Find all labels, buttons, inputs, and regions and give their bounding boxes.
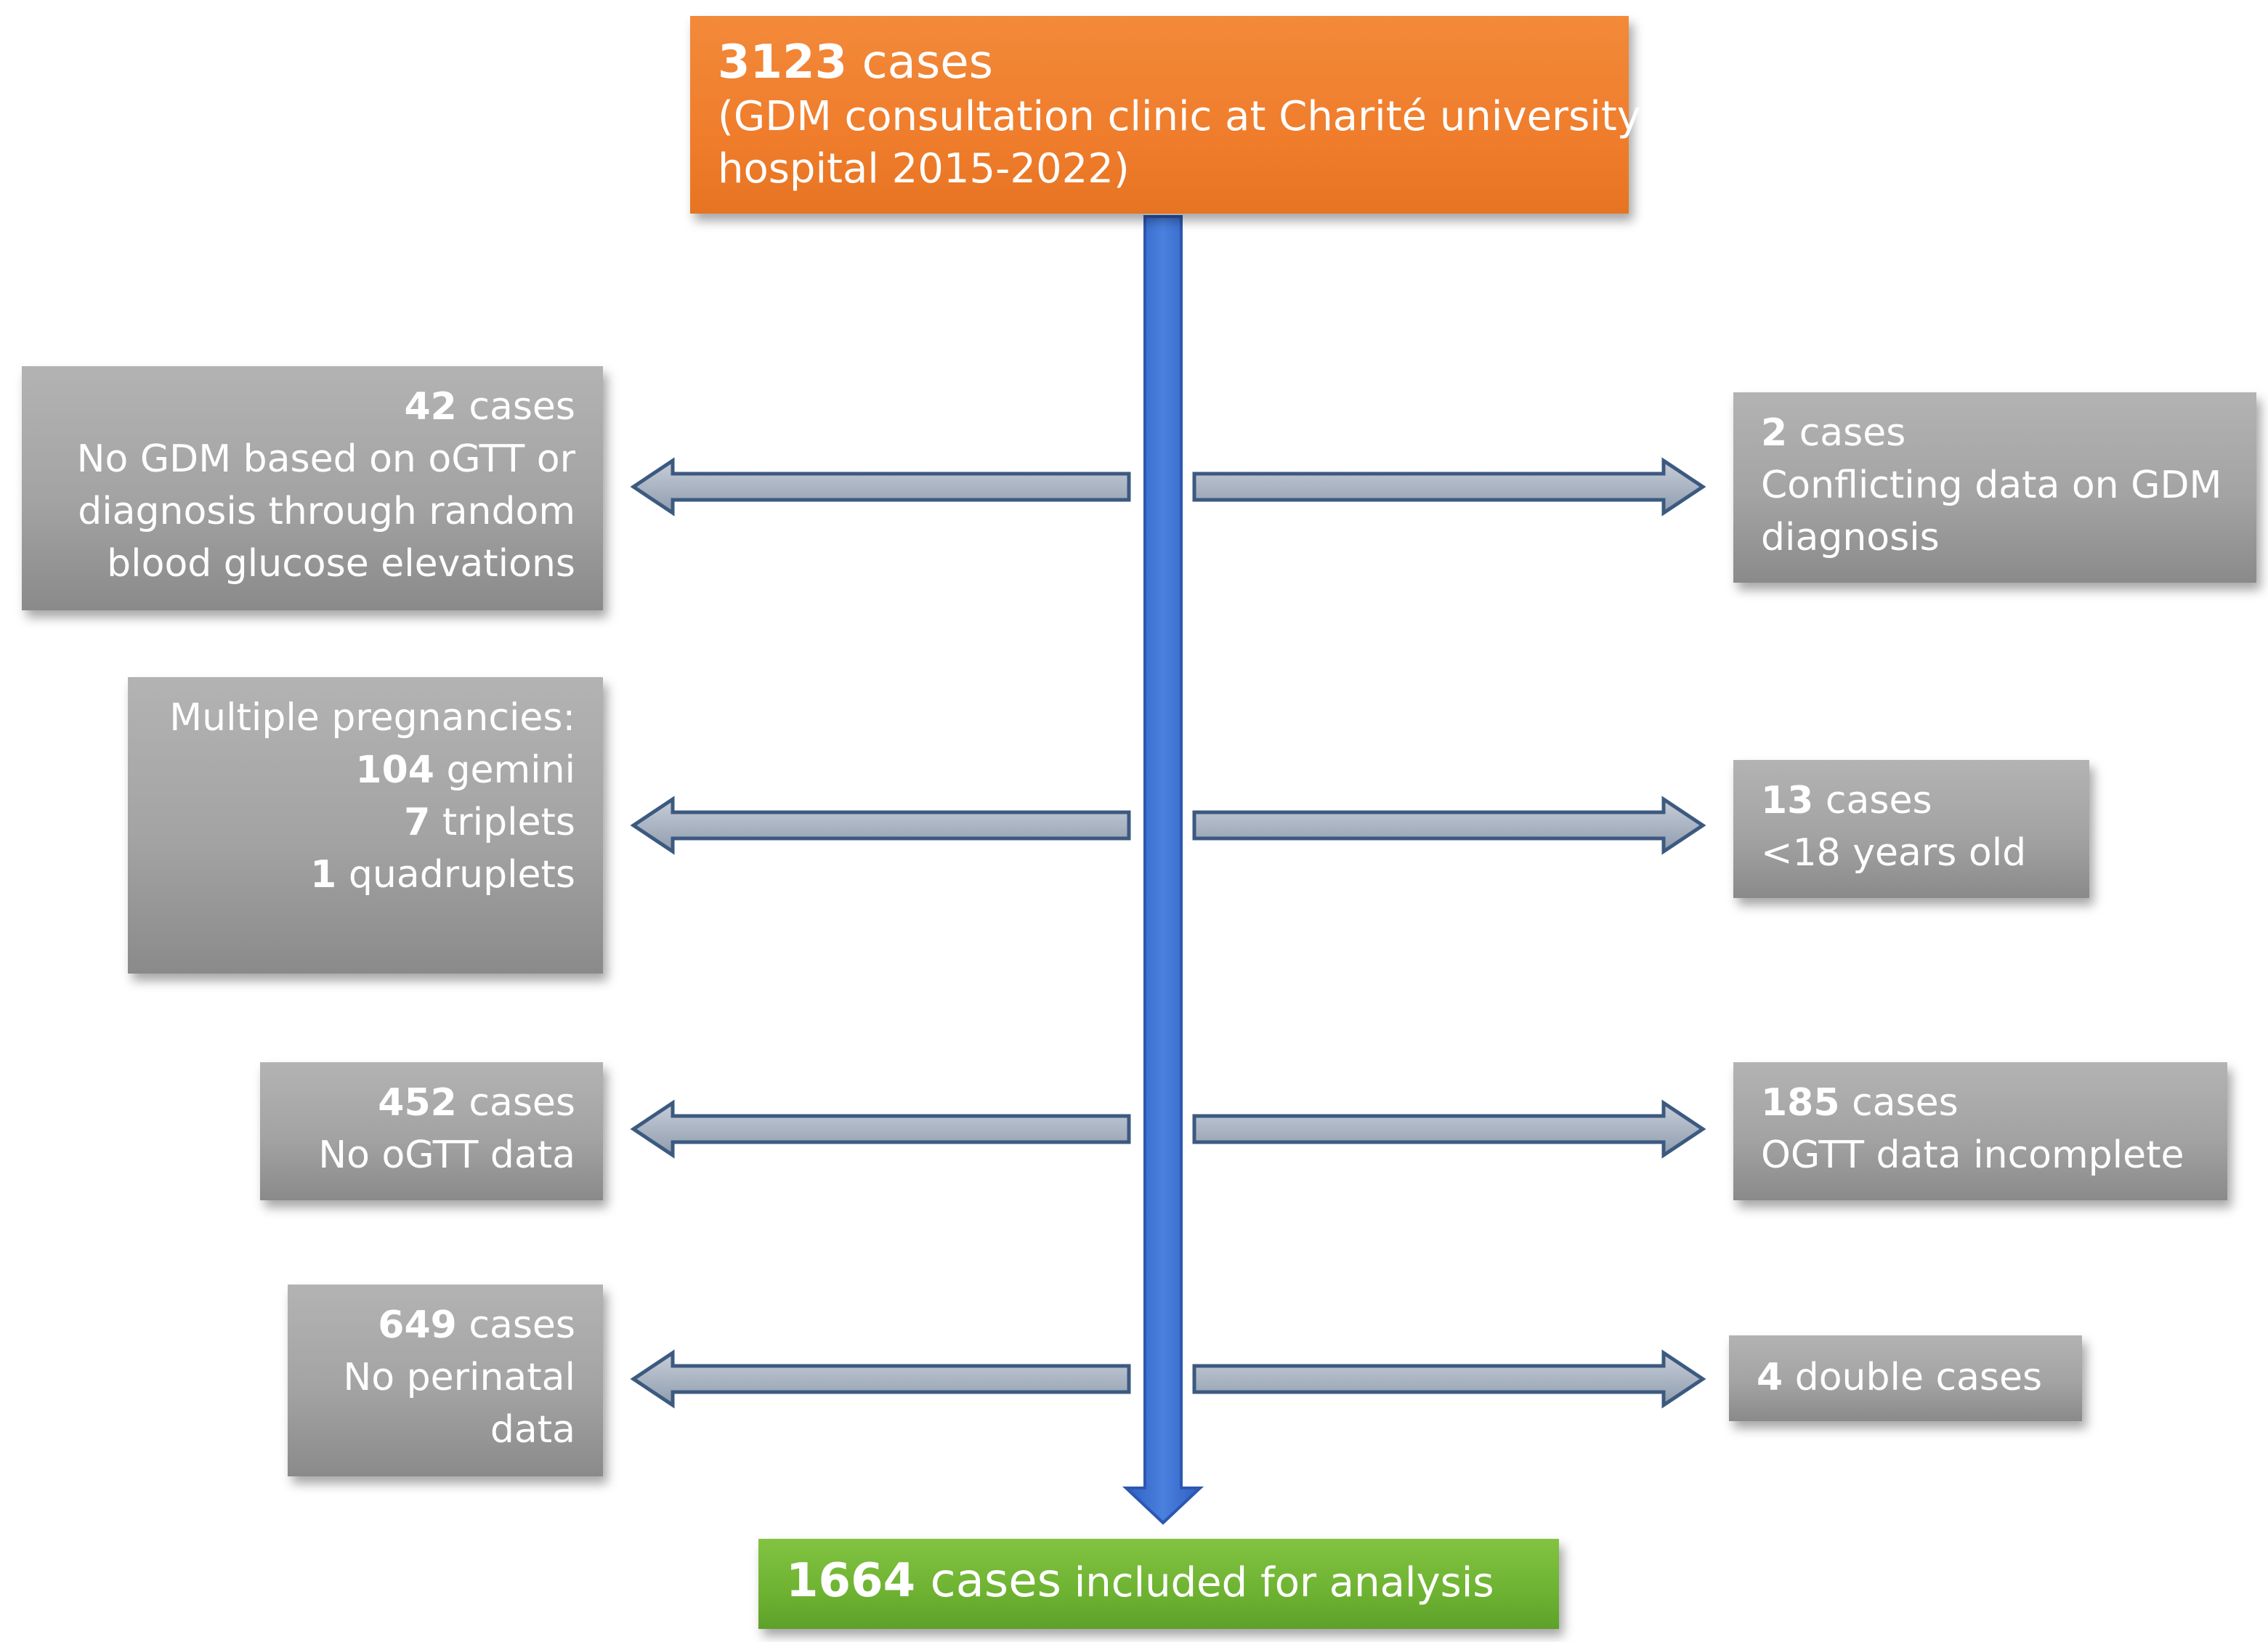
no-perinatal-count-suffix: cases: [456, 1303, 575, 1347]
right-arrow-3: [1192, 1099, 1706, 1159]
quadruplets-label: quadruplets: [336, 853, 575, 897]
gemini-label: gemini: [434, 748, 575, 792]
right-arrow-4: [1192, 1349, 1706, 1409]
no-gdm-count-suffix: cases: [456, 385, 575, 429]
quadruplets-count: 1: [310, 853, 337, 897]
under-18-count-suffix: cases: [1813, 779, 1932, 822]
start-count-suffix: cases: [847, 36, 993, 89]
triplets-label: triplets: [430, 801, 575, 844]
included-suffix: included for analysis: [1061, 1559, 1494, 1606]
no-perinatal-line1: No perinatal: [343, 1356, 575, 1399]
included-cases-word: cases: [915, 1554, 1061, 1608]
exclusion-box-ogtt-incomplete: 185 cases OGTT data incomplete: [1733, 1062, 2227, 1200]
exclusion-box-no-gdm: 42 cases No GDM based on oGTT or diagnos…: [22, 366, 603, 610]
no-gdm-count: 42: [404, 385, 457, 429]
double-cases-count: 4: [1757, 1356, 1783, 1399]
conflicting-count: 2: [1761, 411, 1788, 455]
left-arrow-1: [630, 457, 1131, 517]
exclusion-box-no-ogtt: 452 cases No oGTT data: [260, 1062, 603, 1200]
start-source-line1: (GDM consultation clinic at Charité univ…: [718, 93, 1641, 140]
right-arrow-1: [1192, 457, 1706, 517]
exclusion-box-double-cases: 4 double cases: [1729, 1335, 2082, 1421]
left-arrow-2: [630, 796, 1131, 855]
exclusion-box-conflicting: 2 cases Conflicting data on GDM diagnosi…: [1733, 392, 2256, 583]
included-count: 1664: [786, 1554, 916, 1608]
double-cases-label: double cases: [1783, 1356, 2043, 1399]
left-arrow-3: [630, 1099, 1131, 1159]
left-arrow-4: [630, 1349, 1131, 1409]
no-perinatal-line2: data: [490, 1408, 575, 1452]
exclusion-box-no-perinatal: 649 cases No perinatal data: [288, 1285, 603, 1476]
no-ogtt-count: 452: [378, 1081, 457, 1125]
ogtt-incomplete-count-suffix: cases: [1839, 1081, 1959, 1125]
ogtt-incomplete-count: 185: [1761, 1081, 1840, 1125]
multiple-pregnancies-title: Multiple pregnancies:: [169, 696, 575, 740]
exclusion-box-under-18: 13 cases <18 years old: [1733, 760, 2089, 898]
conflicting-line2: diagnosis: [1761, 516, 1940, 559]
start-cases-box: 3123 cases (GDM consultation clinic at C…: [690, 16, 1641, 214]
start-source-line2: hospital 2015-2022): [718, 145, 1130, 193]
no-gdm-line1: No GDM based on oGTT or: [76, 437, 575, 481]
under-18-count: 13: [1761, 779, 1814, 822]
right-arrow-2: [1192, 796, 1706, 855]
conflicting-line1: Conflicting data on GDM: [1761, 464, 2222, 507]
no-gdm-line2: diagnosis through random: [78, 490, 575, 533]
no-ogtt-line1: No oGTT data: [318, 1133, 575, 1177]
no-gdm-line3: blood glucose elevations: [107, 542, 575, 586]
start-count: 3123: [718, 36, 848, 89]
triplets-count: 7: [404, 801, 431, 844]
conflicting-count-suffix: cases: [1787, 411, 1906, 455]
exclusion-box-multiple-pregnancies: Multiple pregnancies: 104 gemini 7 tripl…: [128, 677, 603, 974]
ogtt-incomplete-line1: OGTT data incomplete: [1761, 1133, 2184, 1177]
under-18-line1: <18 years old: [1761, 831, 2027, 875]
no-ogtt-count-suffix: cases: [456, 1081, 575, 1125]
no-perinatal-count: 649: [378, 1303, 457, 1347]
included-cases-box: 1664 cases included for analysis: [758, 1539, 1559, 1629]
gemini-count: 104: [355, 748, 434, 792]
main-down-arrow: [1122, 215, 1204, 1525]
